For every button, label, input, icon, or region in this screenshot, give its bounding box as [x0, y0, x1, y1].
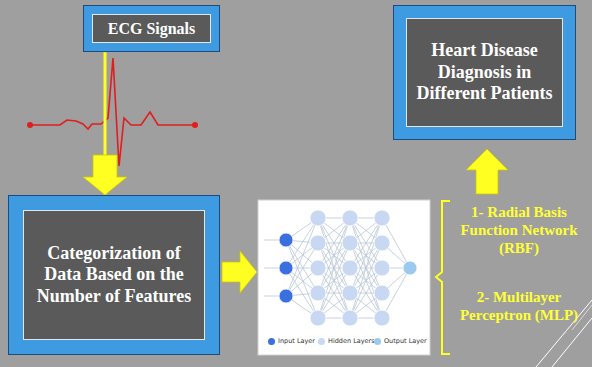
legend-entry: Hidden Layers: [318, 337, 375, 345]
network-neurons: [279, 210, 417, 326]
network-connections: [264, 218, 410, 318]
network-connection: [318, 243, 350, 318]
network-connection: [350, 218, 382, 293]
method-label: 1- Radial Basis Function Network (RBF): [452, 203, 586, 257]
block-arrow: [222, 251, 257, 293]
legend-label: Output Layer: [384, 337, 427, 345]
block-arrow-connector: [83, 52, 127, 195]
neuron: [342, 260, 358, 276]
ecg-waveform: [30, 58, 195, 166]
network-connection: [264, 268, 279, 269]
ecg-dot: [192, 122, 198, 128]
neuron: [374, 235, 390, 251]
neuron: [342, 210, 358, 226]
neuron: [403, 261, 417, 275]
legend-entry: Output Layer: [374, 337, 427, 345]
box-inner: ECG Signals: [92, 14, 211, 43]
decor-line: [552, 318, 592, 367]
neuron: [310, 285, 326, 301]
box-texts: Heart Disease Diagnosis in Different Pat…: [413, 40, 556, 105]
network-connection: [350, 243, 382, 318]
neuron: [342, 285, 358, 301]
process-box: Categorization of Data Based on the Numb…: [8, 195, 220, 355]
neuron: [279, 233, 293, 247]
network-connection: [264, 240, 279, 241]
network-connection: [318, 218, 350, 293]
process-box: ECG Signals: [83, 5, 220, 52]
neuron: [279, 261, 293, 275]
neuron: [310, 260, 326, 276]
box-inner: Categorization of Data Based on the Numb…: [23, 210, 205, 340]
network-connection: [264, 296, 279, 297]
block-arrow: [466, 149, 508, 194]
neuron: [279, 289, 293, 303]
box-label: ECG Signals: [99, 19, 204, 38]
arrow-head: [83, 155, 127, 195]
legend-swatch: [268, 338, 275, 345]
neuron: [374, 310, 390, 326]
ecg-dot: [27, 122, 33, 128]
box-texts: Categorization of Data Based on the Numb…: [30, 243, 198, 308]
box-inner: Heart Disease Diagnosis in Different Pat…: [406, 18, 563, 127]
network-panel: [258, 200, 430, 355]
legend-entry: Input Layer: [268, 337, 315, 345]
box-texts: ECG Signals: [99, 19, 204, 38]
network-connection: [318, 243, 350, 318]
network-connection: [286, 218, 318, 296]
legend-swatch: [374, 338, 381, 345]
network-connection: [350, 218, 382, 293]
legend-label: Hidden Layers: [328, 337, 375, 345]
network-connection: [286, 240, 318, 318]
box-label: Heart Disease Diagnosis in Different Pat…: [413, 40, 556, 105]
neuron: [342, 235, 358, 251]
neuron: [310, 235, 326, 251]
neuron: [310, 210, 326, 226]
network-connection: [318, 218, 350, 293]
neuron: [374, 210, 390, 226]
bracket: [436, 201, 450, 354]
network-connection: [350, 243, 382, 318]
legend-label: Input Layer: [278, 337, 315, 345]
box-label: Categorization of Data Based on the Numb…: [30, 243, 198, 308]
process-box: Heart Disease Diagnosis in Different Pat…: [393, 5, 576, 140]
method-label: 2- Multilayer Perceptron (MLP): [452, 288, 586, 324]
neuron: [342, 310, 358, 326]
neuron: [310, 310, 326, 326]
legend-swatch: [318, 338, 325, 345]
neuron: [374, 260, 390, 276]
neuron: [374, 285, 390, 301]
